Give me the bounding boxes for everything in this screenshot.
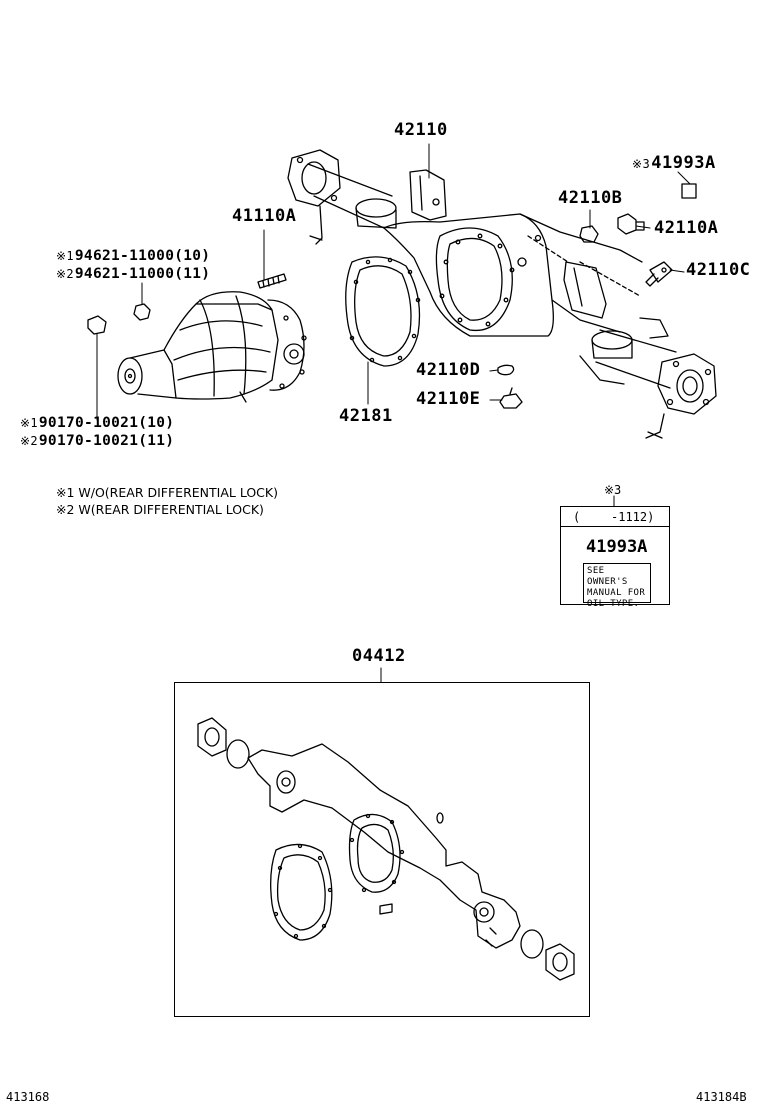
illustration-ref-left: 413168 bbox=[6, 1090, 50, 1104]
gasket-kit-box bbox=[174, 682, 590, 1017]
part-label-42110D: 42110D bbox=[416, 360, 481, 380]
fitting-42110E bbox=[499, 387, 523, 409]
label-41993A-icon bbox=[681, 183, 697, 199]
part-label-90170-11: ※290170-10021(11) bbox=[20, 434, 174, 449]
range-value: -1112) bbox=[611, 510, 655, 524]
differential-carrier bbox=[117, 291, 307, 403]
part-number-text: 90170-10021(11) bbox=[38, 433, 175, 449]
gasket-42181 bbox=[345, 256, 421, 367]
label-box-mark: ※3 bbox=[604, 483, 622, 497]
mark-2: ※2 bbox=[56, 267, 74, 281]
caution-label-box: ( -1112) 41993A SEE OWNER'S MANUAL FOR O… bbox=[560, 506, 670, 609]
part-label-42110C: 42110C bbox=[686, 260, 751, 280]
part-label-41993A-top: ※341993A bbox=[632, 155, 716, 172]
mark-2: ※2 bbox=[20, 434, 38, 448]
tag-line-2: MANUAL FOR bbox=[587, 588, 646, 598]
mark-3: ※3 bbox=[632, 157, 651, 171]
part-label-94621-11: ※294621-11000(11) bbox=[56, 267, 210, 282]
oil-type-tag: SEE OWNER'S MANUAL FOR OIL TYPE. bbox=[583, 563, 651, 609]
part-number-text: 90170-10021(10) bbox=[38, 415, 175, 431]
part-label-41110A: 41110A bbox=[232, 206, 297, 226]
range-open: ( bbox=[573, 510, 581, 524]
axle-housing bbox=[287, 149, 717, 439]
nut-94621 bbox=[133, 303, 151, 321]
mark-1: ※1 bbox=[56, 249, 74, 263]
label-part-number: 41993A bbox=[586, 537, 648, 557]
part-number-text: 94621-11000(10) bbox=[74, 248, 211, 264]
part-label-42110A: 42110A bbox=[654, 218, 719, 238]
part-label-42110E: 42110E bbox=[416, 389, 481, 409]
illustration-ref-right: 413184B bbox=[696, 1090, 747, 1104]
part-label-90170-10: ※190170-10021(10) bbox=[20, 416, 174, 431]
part-number-text: 41993A bbox=[651, 153, 716, 173]
tag-line-3: OIL TYPE. bbox=[587, 599, 640, 609]
part-label-42181: 42181 bbox=[339, 406, 393, 426]
note-without-diff-lock: ※1 W/O(REAR DIFFERENTIAL LOCK) bbox=[56, 485, 278, 500]
washer-90170 bbox=[87, 315, 107, 335]
production-range: ( -1112) bbox=[561, 507, 669, 527]
part-label-04412: 04412 bbox=[352, 646, 406, 666]
plug-42110B bbox=[579, 225, 599, 243]
part-label-42110B: 42110B bbox=[558, 188, 623, 208]
stud-41110A bbox=[257, 273, 287, 289]
sensor-42110C bbox=[645, 261, 673, 287]
gasket-42110D bbox=[497, 364, 515, 376]
tag-line-1: SEE OWNER'S bbox=[587, 566, 628, 587]
part-label-42110: 42110 bbox=[394, 120, 448, 140]
part-label-94621-10: ※194621-11000(10) bbox=[56, 249, 210, 264]
gasket-kit-contents bbox=[197, 717, 575, 981]
part-number-text: 94621-11000(11) bbox=[74, 266, 211, 282]
note-with-diff-lock: ※2 W(REAR DIFFERENTIAL LOCK) bbox=[56, 502, 264, 517]
mark-1: ※1 bbox=[20, 416, 38, 430]
leader-lines bbox=[96, 143, 691, 683]
plug-42110A bbox=[617, 213, 645, 235]
